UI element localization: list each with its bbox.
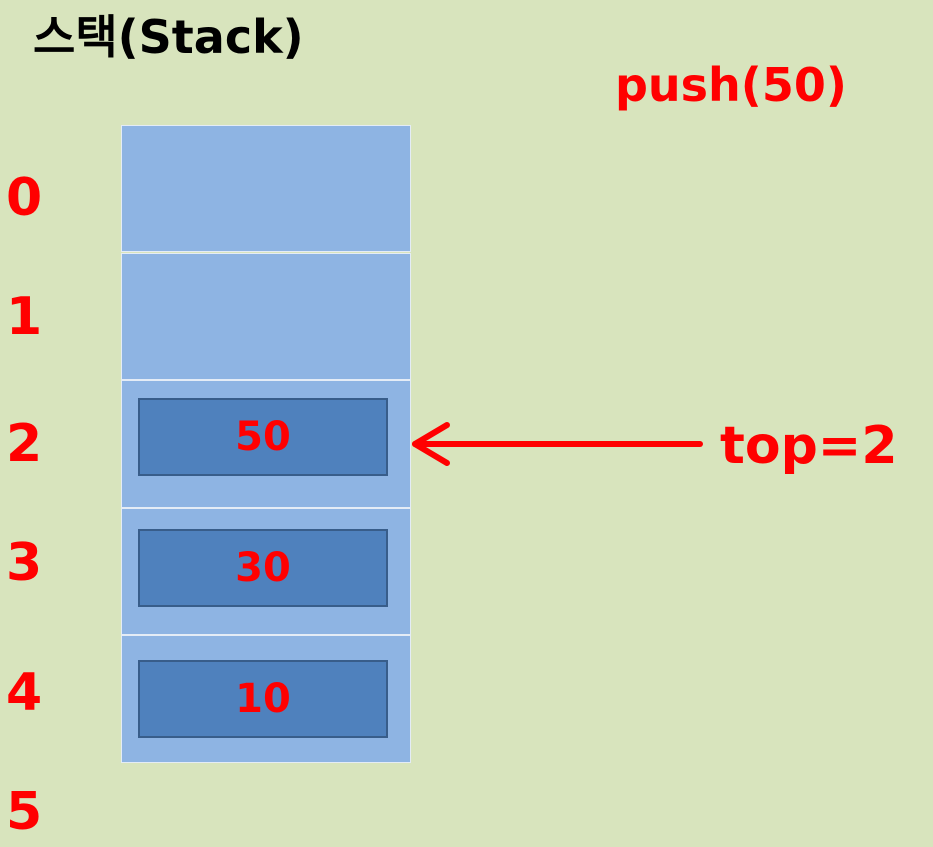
stack-container: 50 30 10 <box>121 125 411 763</box>
index-label-0: 0 <box>6 168 43 228</box>
top-pointer-arrow-icon <box>412 422 703 466</box>
stack-slot-1 <box>121 253 411 380</box>
stack-slot-0 <box>121 125 411 252</box>
index-label-1: 1 <box>6 287 43 347</box>
index-label-3: 3 <box>6 533 43 593</box>
operation-label: push(50) <box>615 58 847 112</box>
index-label-5: 5 <box>6 782 43 842</box>
stack-value-4: 10 <box>138 660 388 738</box>
index-label-2: 2 <box>6 414 43 474</box>
index-label-4: 4 <box>6 663 43 723</box>
stack-slot-4: 10 <box>121 635 411 763</box>
top-pointer-label: top=2 <box>720 416 898 476</box>
stack-value-2: 50 <box>138 398 388 476</box>
stack-slot-2: 50 <box>121 380 411 508</box>
stack-title: 스택(Stack) <box>33 10 304 64</box>
top-pointer-head <box>412 422 450 466</box>
stack-value-3: 30 <box>138 529 388 607</box>
stack-slot-3: 30 <box>121 508 411 635</box>
